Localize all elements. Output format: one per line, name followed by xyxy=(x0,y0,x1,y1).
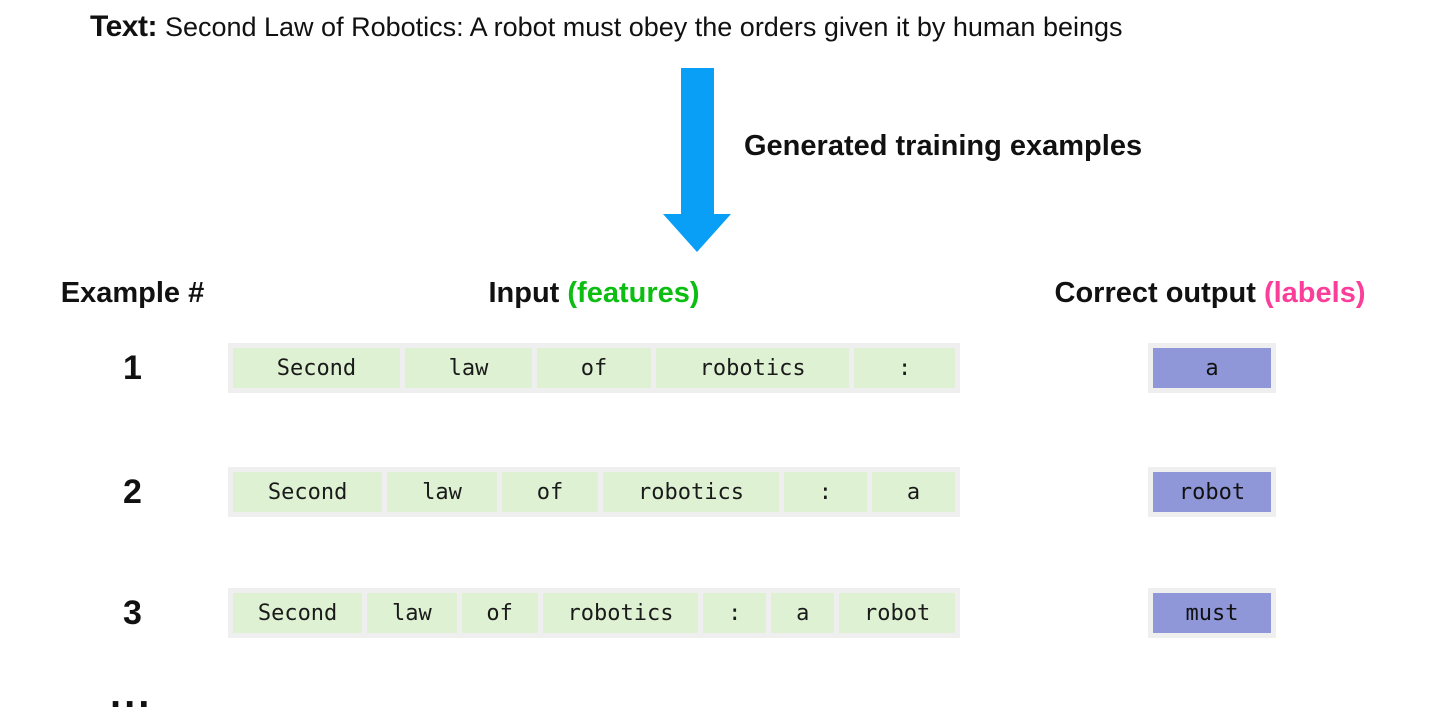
input-token: : xyxy=(703,593,767,633)
text-label: Text: xyxy=(90,10,157,43)
input-token: a xyxy=(871,472,955,512)
input-token: a xyxy=(771,593,835,633)
input-token: robot xyxy=(839,593,956,633)
features-annotation: (features) xyxy=(567,277,700,309)
input-token: law xyxy=(367,593,457,633)
example-number: 1 xyxy=(123,349,142,387)
input-token: : xyxy=(783,472,867,512)
input-token: of xyxy=(501,472,599,512)
output-token: a xyxy=(1153,348,1271,388)
input-token: Second xyxy=(233,472,383,512)
arrow-head xyxy=(663,214,731,252)
input-header-text: Input xyxy=(488,277,560,309)
input-token: law xyxy=(387,472,497,512)
input-token: of xyxy=(461,593,538,633)
output-header-text: Correct output xyxy=(1054,277,1256,309)
input-token: Second xyxy=(233,593,363,633)
arrow-shaft xyxy=(680,68,714,214)
output-token: must xyxy=(1153,593,1271,633)
input-token: : xyxy=(854,348,955,388)
input-token: robotics xyxy=(655,348,850,388)
input-token: of xyxy=(537,348,651,388)
example-number: 3 xyxy=(123,594,142,632)
source-text: Second Law of Robotics: A robot must obe… xyxy=(164,12,1123,42)
output-tray: a xyxy=(1148,343,1276,393)
input-token: robotics xyxy=(542,593,699,633)
output-token: robot xyxy=(1153,472,1271,512)
input-token: robotics xyxy=(603,472,779,512)
down-arrow-icon xyxy=(663,68,731,252)
input-token: law xyxy=(404,348,533,388)
column-header-example-number: Example # xyxy=(60,277,205,309)
labels-annotation: (labels) xyxy=(1263,277,1366,309)
column-header-input: Input (features) xyxy=(228,277,960,310)
example-number: 2 xyxy=(123,473,142,511)
source-text-line: Text:Second Law of Robotics: A robot mus… xyxy=(90,10,1123,44)
column-header-output: Correct output (labels) xyxy=(1000,277,1420,310)
output-tray: must xyxy=(1148,588,1276,638)
more-examples-ellipsis: ... xyxy=(110,672,153,716)
input-token: Second xyxy=(233,348,400,388)
arrow-caption: Generated training examples xyxy=(744,130,1143,162)
output-tray: robot xyxy=(1148,467,1276,517)
